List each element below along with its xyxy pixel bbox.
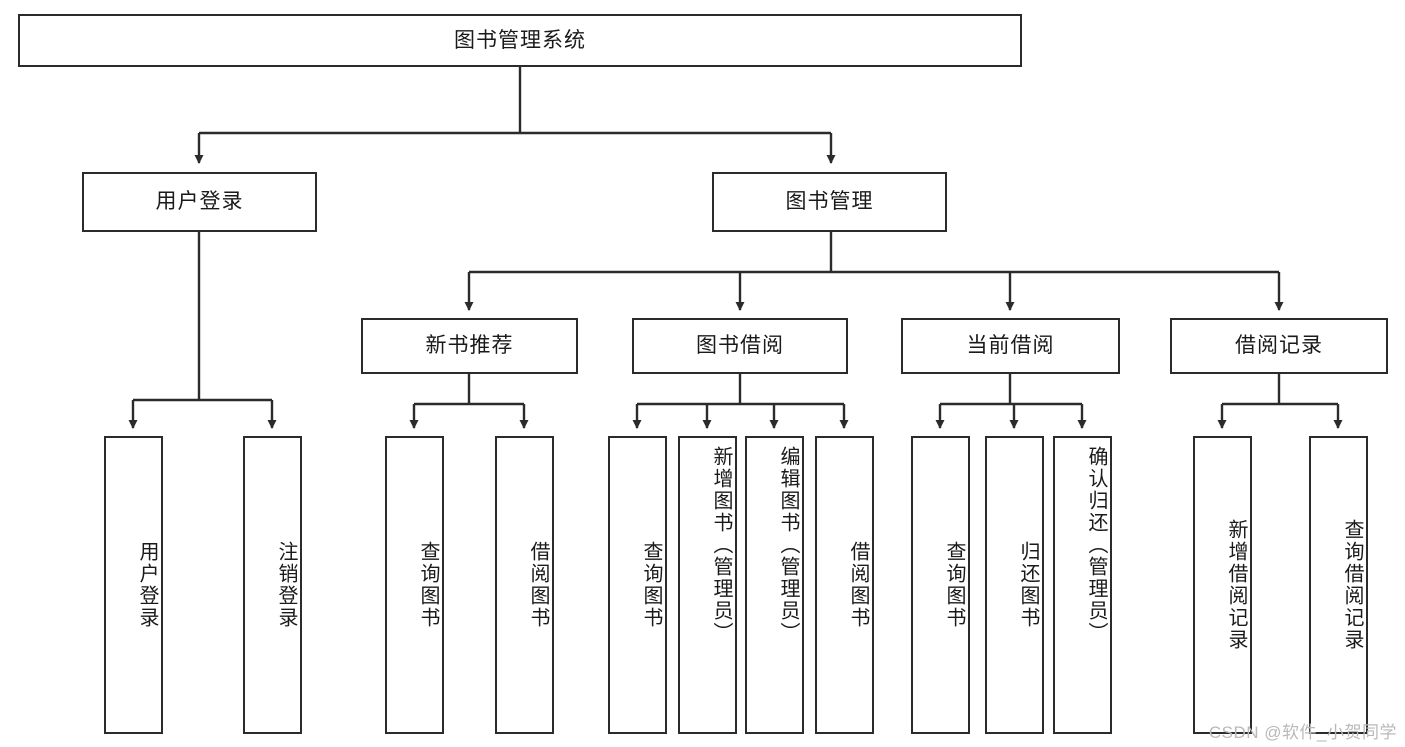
node-label: 查询图书 xyxy=(640,541,662,629)
leaf-borrow-borrow-book[interactable]: 借阅图书 xyxy=(815,436,874,734)
leaf-record-add-record[interactable]: 新增借阅记录 xyxy=(1193,436,1252,734)
node-label: 注销登录 xyxy=(275,541,297,629)
node-borrow-record[interactable]: 借阅记录 xyxy=(1170,318,1388,374)
node-label: 查询图书 xyxy=(417,541,439,629)
node-label: 用户登录 xyxy=(155,190,244,214)
leaf-user-login-login[interactable]: 用户登录 xyxy=(104,436,163,734)
leaf-user-login-logout[interactable]: 注销登录 xyxy=(243,436,302,734)
node-label: 借阅图书 xyxy=(847,541,869,629)
node-book-management[interactable]: 图书管理 xyxy=(712,172,947,232)
leaf-borrow-query-book[interactable]: 查询图书 xyxy=(608,436,667,734)
node-label: 归还图书 xyxy=(1017,541,1039,629)
leaf-borrow-add-book-admin[interactable]: 新增图书（管理员） xyxy=(678,436,737,734)
node-label: 查询借阅记录 xyxy=(1341,519,1363,651)
watermark-text: CSDN @软件_小贺同学 xyxy=(1208,723,1397,742)
node-root-system[interactable]: 图书管理系统 xyxy=(18,14,1022,67)
node-new-book-recommend[interactable]: 新书推荐 xyxy=(361,318,578,374)
node-label: 借阅图书 xyxy=(527,541,549,629)
leaf-current-query-book[interactable]: 查询图书 xyxy=(911,436,970,734)
node-label: 借阅记录 xyxy=(1235,334,1323,358)
leaf-recommend-borrow-book[interactable]: 借阅图书 xyxy=(495,436,554,734)
node-label: 新增图书（管理员） xyxy=(710,446,732,644)
node-label: 确认归还（管理员） xyxy=(1085,446,1107,644)
leaf-record-query-record[interactable]: 查询借阅记录 xyxy=(1309,436,1368,734)
node-label: 用户登录 xyxy=(136,541,158,629)
node-current-borrow[interactable]: 当前借阅 xyxy=(901,318,1120,374)
node-label: 查询图书 xyxy=(943,541,965,629)
node-label: 图书借阅 xyxy=(696,334,784,358)
node-user-login[interactable]: 用户登录 xyxy=(82,172,317,232)
leaf-current-confirm-return-admin[interactable]: 确认归还（管理员） xyxy=(1053,436,1112,734)
leaf-current-return-book[interactable]: 归还图书 xyxy=(985,436,1044,734)
node-label: 新增借阅记录 xyxy=(1225,519,1247,651)
leaf-borrow-edit-book-admin[interactable]: 编辑图书（管理员） xyxy=(745,436,804,734)
node-book-borrow[interactable]: 图书借阅 xyxy=(632,318,848,374)
node-label: 当前借阅 xyxy=(966,334,1055,358)
node-label: 图书管理 xyxy=(785,190,874,214)
node-label: 图书管理系统 xyxy=(454,28,586,52)
node-label: 编辑图书（管理员） xyxy=(777,446,799,644)
node-label: 新书推荐 xyxy=(425,334,514,358)
leaf-recommend-query-book[interactable]: 查询图书 xyxy=(385,436,444,734)
